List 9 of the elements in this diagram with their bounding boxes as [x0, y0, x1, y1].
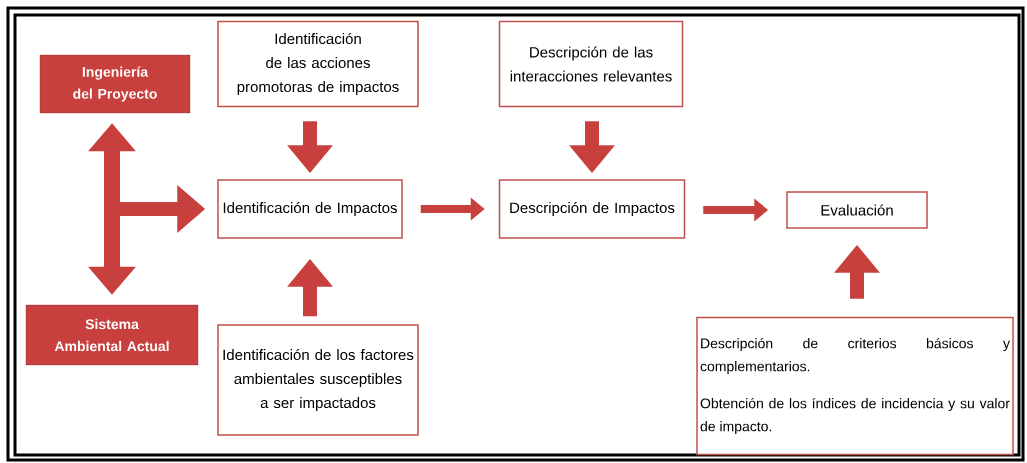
process-box: Identificación de las acciones promotoras de impactos: [217, 20, 419, 108]
heading-box: Ingeniería del Proyecto: [39, 54, 191, 114]
process-box: Descripción de Impactos: [498, 179, 686, 239]
process-box: Evaluación: [786, 191, 928, 229]
process-box: Identificación de Impactos: [217, 179, 403, 239]
process-box: Descripción de las interacciones relevantes: [498, 20, 684, 108]
process-box: Identificación de los factores ambientales susceptibles a ser impactados: [217, 324, 419, 436]
text-box: Descripción de criterios básicos y complementarios. Obtención de los índices de incidencia y su valor de impacto.: [696, 316, 1014, 456]
heading-box: Sistema Ambiental Actual: [25, 304, 199, 366]
